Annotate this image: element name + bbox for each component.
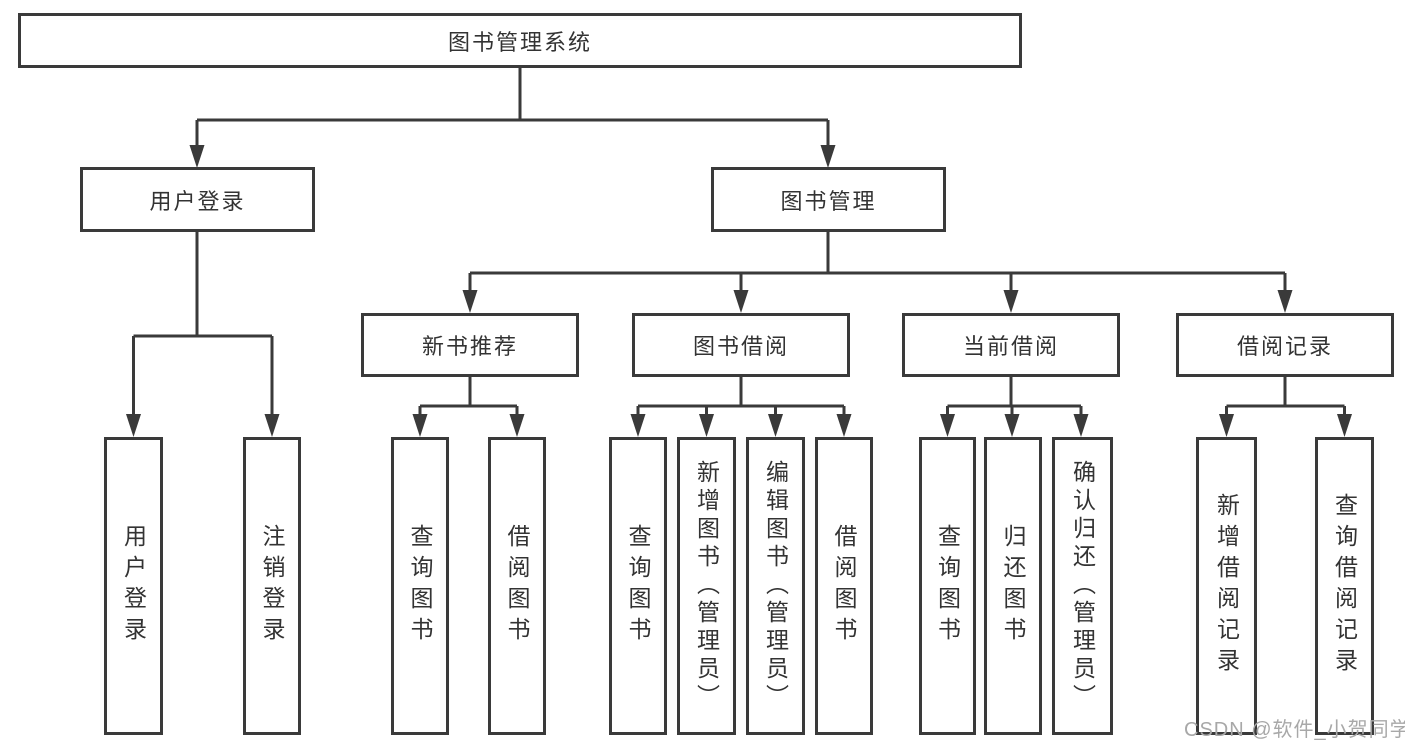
arrowhead-icon xyxy=(509,414,525,437)
arrowhead-icon xyxy=(1073,414,1089,437)
node-label: 用户登录 xyxy=(149,188,246,214)
connector-newbook-to-leaves xyxy=(412,377,525,437)
connector-login-to-leaves xyxy=(126,232,280,437)
node-label: 新增借阅记录 xyxy=(1213,493,1240,679)
node-label: 当前借阅 xyxy=(962,334,1059,359)
arrowhead-icon xyxy=(768,414,783,437)
node-book-borrow: 图书借阅 xyxy=(632,313,850,377)
connector-borrow-to-leaves xyxy=(630,377,852,437)
arrowhead-icon xyxy=(412,414,428,437)
node-label: 图书借阅 xyxy=(692,334,789,359)
arrowhead-icon xyxy=(462,290,478,313)
connector-current-to-leaves xyxy=(940,377,1089,437)
node-label: 查询借阅记录 xyxy=(1331,493,1358,679)
node-label: 借阅图书 xyxy=(504,524,530,648)
node-label: 用户登录 xyxy=(120,524,147,648)
node-label: 借阅图书 xyxy=(831,524,857,648)
leaf-query-books-borrow: 查询图书 xyxy=(609,437,667,735)
node-current-borrow: 当前借阅 xyxy=(902,313,1120,377)
leaf-return-books: 归还图书 xyxy=(984,437,1042,735)
node-label: 图书管理 xyxy=(780,188,877,214)
leaf-logout: 注销登录 xyxy=(243,437,301,735)
connector-root-to-level2 xyxy=(189,68,836,168)
leaf-add-books-admin: 新增图书（管理员） xyxy=(677,437,736,735)
node-label: 查询图书 xyxy=(934,524,961,648)
node-label: 查询图书 xyxy=(625,524,651,648)
connector-mgmt-to-level3 xyxy=(462,232,1293,313)
arrowhead-icon xyxy=(189,145,205,168)
node-borrow-records: 借阅记录 xyxy=(1176,313,1394,377)
node-label: 图书管理系统 xyxy=(447,29,592,55)
leaf-query-borrow-record: 查询借阅记录 xyxy=(1315,437,1374,735)
node-label: 编辑图书（管理员） xyxy=(762,460,789,712)
arrowhead-icon xyxy=(940,414,955,437)
node-label: 借阅记录 xyxy=(1236,334,1333,359)
node-label: 归还图书 xyxy=(1000,524,1026,648)
node-label: 确认归还（管理员） xyxy=(1069,460,1096,712)
node-label: 新增图书（管理员） xyxy=(693,460,720,712)
node-book-management: 图书管理 xyxy=(711,167,946,232)
arrowhead-icon xyxy=(820,145,836,168)
arrowhead-icon xyxy=(836,414,852,437)
csdn-watermark: CSDN @软件_小贺同学 xyxy=(1184,719,1405,741)
node-label: 新书推荐 xyxy=(421,334,518,359)
arrowhead-icon xyxy=(733,290,749,313)
arrowhead-icon xyxy=(264,414,280,437)
leaf-user-login: 用户登录 xyxy=(104,437,163,735)
arrowhead-icon xyxy=(1219,414,1234,437)
arrowhead-icon xyxy=(1337,414,1352,437)
leaf-borrow-books: 借阅图书 xyxy=(815,437,873,735)
node-label: 注销登录 xyxy=(259,524,285,648)
arrowhead-icon xyxy=(630,414,646,437)
node-new-book-recommend: 新书推荐 xyxy=(361,313,579,377)
node-root-system: 图书管理系统 xyxy=(18,13,1022,68)
node-label: 查询图书 xyxy=(407,524,433,648)
connector-records-to-leaves xyxy=(1219,377,1352,437)
leaf-confirm-return-admin: 确认归还（管理员） xyxy=(1052,437,1113,735)
arrowhead-icon xyxy=(1003,290,1019,313)
leaf-borrow-books-recommend: 借阅图书 xyxy=(488,437,546,735)
node-user-login: 用户登录 xyxy=(80,167,315,232)
arrowhead-icon xyxy=(126,414,141,437)
leaf-edit-books-admin: 编辑图书（管理员） xyxy=(746,437,805,735)
arrowhead-icon xyxy=(1004,414,1020,437)
leaf-query-books-current: 查询图书 xyxy=(919,437,976,735)
leaf-query-books-recommend: 查询图书 xyxy=(391,437,449,735)
arrowhead-icon xyxy=(699,414,714,437)
leaf-add-borrow-record: 新增借阅记录 xyxy=(1196,437,1257,735)
arrowhead-icon xyxy=(1277,290,1293,313)
